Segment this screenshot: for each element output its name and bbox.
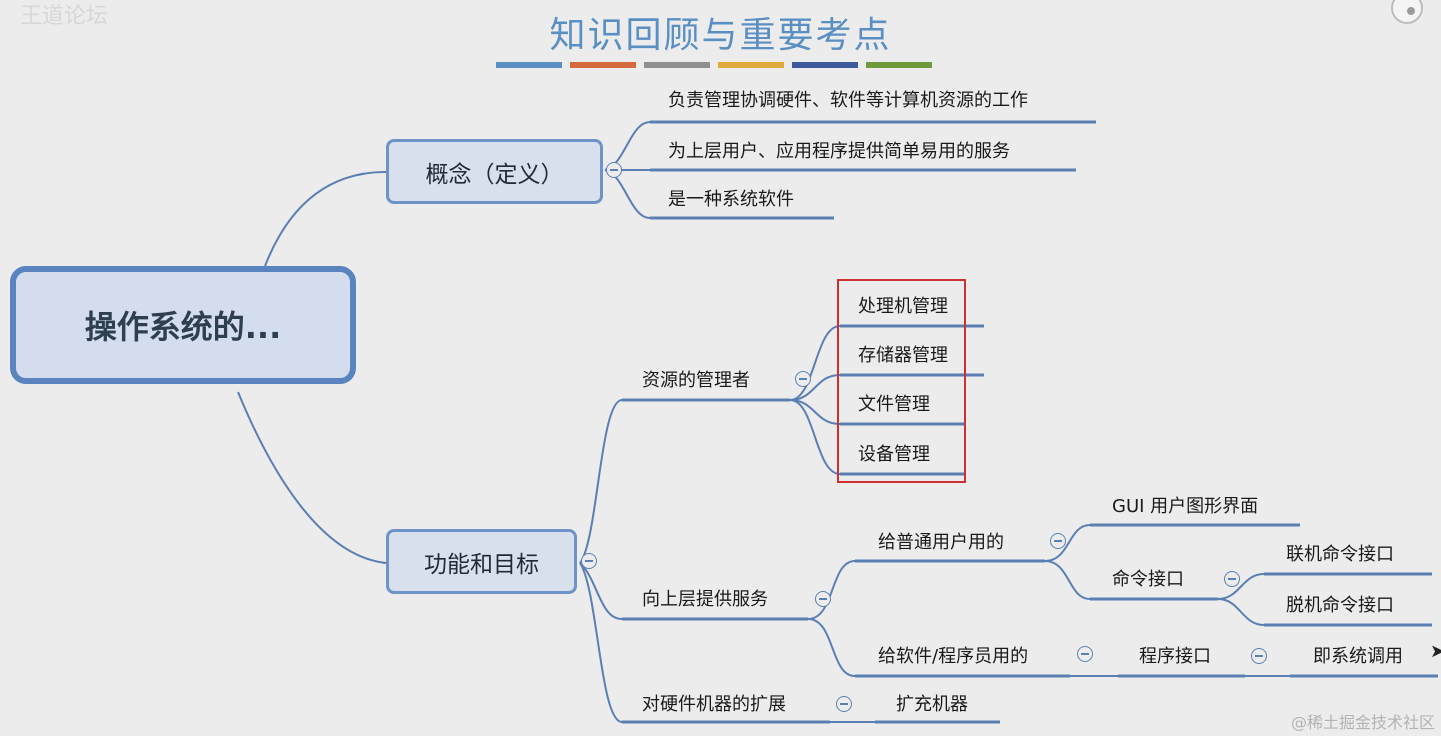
title-color-bar-3 bbox=[644, 62, 710, 68]
title-color-bar-1 bbox=[496, 62, 562, 68]
root-node[interactable]: 操作系统的... bbox=[10, 266, 356, 384]
resource-manager-label[interactable]: 资源的管理者 bbox=[642, 370, 750, 391]
online-command-label: 联机命令接口 bbox=[1286, 544, 1394, 565]
mouse-cursor-icon: ➤ bbox=[1430, 641, 1441, 662]
extension-collapse-toggle[interactable] bbox=[836, 696, 852, 712]
title-color-bar-2 bbox=[570, 62, 636, 68]
for-users-collapse-toggle[interactable] bbox=[1050, 533, 1066, 549]
offline-command-label: 脱机命令接口 bbox=[1286, 595, 1394, 616]
concept-item-3: 是一种系统软件 bbox=[668, 189, 794, 210]
for-programmers-label[interactable]: 给软件/程序员用的 bbox=[878, 646, 1029, 667]
syscall-label: 即系统调用 bbox=[1313, 646, 1403, 667]
extension-item: 扩充机器 bbox=[896, 694, 968, 715]
program-interface-collapse-toggle[interactable] bbox=[1251, 648, 1267, 664]
for-programmers-collapse-toggle[interactable] bbox=[1077, 646, 1093, 662]
title-color-bar-5 bbox=[792, 62, 858, 68]
resource-item-device: 设备管理 bbox=[858, 444, 930, 465]
concept-collapse-toggle[interactable] bbox=[606, 162, 622, 178]
command-interface-collapse-toggle[interactable] bbox=[1224, 571, 1240, 587]
concept-item-2: 为上层用户、应用程序提供简单易用的服务 bbox=[668, 141, 1010, 162]
resource-item-processor: 处理机管理 bbox=[858, 296, 948, 317]
extension-label[interactable]: 对硬件机器的扩展 bbox=[642, 694, 786, 715]
services-collapse-toggle[interactable] bbox=[815, 591, 831, 607]
watermark-bottom-right: @稀土掘金技术社区 bbox=[1290, 713, 1435, 732]
resource-item-file: 文件管理 bbox=[858, 394, 930, 415]
resource-item-storage: 存储器管理 bbox=[858, 345, 948, 366]
services-label[interactable]: 向上层提供服务 bbox=[642, 589, 768, 610]
concept-node[interactable]: 概念（定义） bbox=[386, 139, 603, 204]
command-interface-label[interactable]: 命令接口 bbox=[1112, 569, 1184, 590]
watermark-top-left: 王道论坛 bbox=[20, 4, 109, 29]
function-node[interactable]: 功能和目标 bbox=[386, 529, 577, 594]
title-color-bar-6 bbox=[866, 62, 932, 68]
resource-manager-collapse-toggle[interactable] bbox=[795, 371, 811, 387]
highlight-box bbox=[837, 279, 966, 483]
concept-item-1: 负责管理协调硬件、软件等计算机资源的工作 bbox=[668, 90, 1028, 111]
function-collapse-toggle[interactable] bbox=[581, 553, 597, 569]
title-color-bar-4 bbox=[718, 62, 784, 68]
gui-label: GUI 用户图形界面 bbox=[1112, 496, 1259, 517]
program-interface-label[interactable]: 程序接口 bbox=[1139, 646, 1211, 667]
page-title: 知识回顾与重要考点 bbox=[549, 15, 892, 56]
for-users-label[interactable]: 给普通用户用的 bbox=[878, 532, 1004, 553]
